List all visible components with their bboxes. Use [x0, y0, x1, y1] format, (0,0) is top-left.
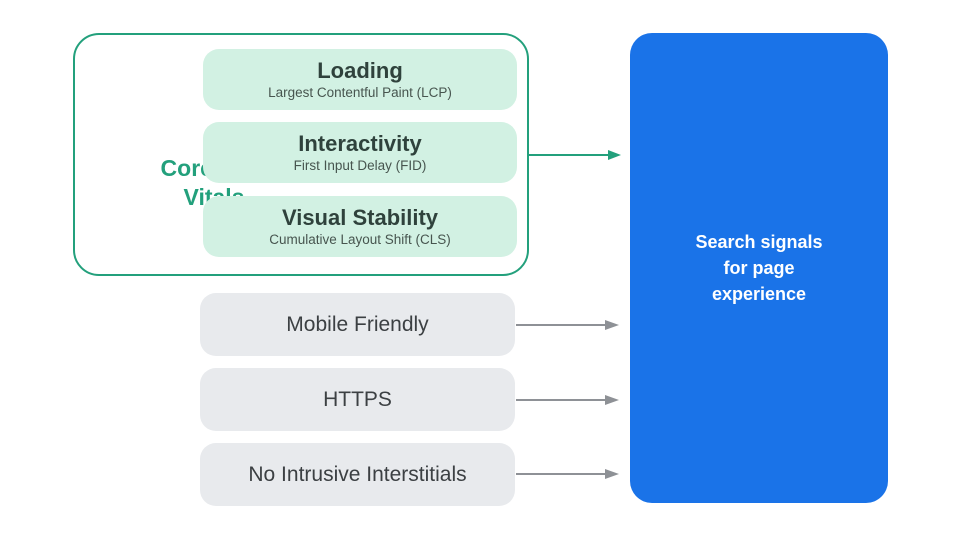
search-signals-line-3: experience	[711, 284, 807, 304]
cwv-pill-interactivity: Interactivity First Input Delay (FID)	[203, 122, 517, 183]
signal-pill-mobile-friendly-label: Mobile Friendly	[286, 312, 429, 336]
search-signals-line-1: Search signals	[695, 232, 823, 252]
https-arrow-icon	[516, 395, 619, 405]
signal-pill-mobile-friendly: Mobile Friendly	[200, 293, 515, 356]
mobile-friendly-arrow-icon	[516, 320, 619, 330]
cwv-pill-visual-stability-subtitle: Cumulative Layout Shift (CLS)	[269, 232, 451, 247]
cwv-pill-interactivity-subtitle: First Input Delay (FID)	[293, 158, 427, 173]
cwv-pill-loading: Loading Largest Contentful Paint (LCP)	[203, 49, 517, 110]
signal-pill-no-intrusive-interstitials-label: No Intrusive Interstitials	[248, 462, 467, 486]
cwv-pill-loading-subtitle: Largest Contentful Paint (LCP)	[268, 85, 452, 100]
signal-pill-https: HTTPS	[200, 368, 515, 431]
cwv-pill-visual-stability: Visual Stability Cumulative Layout Shift…	[203, 196, 517, 257]
search-signals-label: Search signals for page experience	[695, 229, 822, 307]
signal-pill-https-label: HTTPS	[323, 387, 392, 411]
search-signals-box: Search signals for page experience	[630, 33, 888, 503]
cwv-pill-visual-stability-title: Visual Stability	[281, 205, 439, 230]
core-web-vitals-arrow-icon	[529, 150, 621, 160]
search-signals-line-2: for page	[723, 258, 795, 278]
no-intrusive-interstitials-arrow-icon	[516, 469, 619, 479]
cwv-pill-loading-title: Loading	[317, 58, 403, 83]
cwv-pill-interactivity-title: Interactivity	[298, 131, 422, 156]
signal-pill-no-intrusive-interstitials: No Intrusive Interstitials	[200, 443, 515, 506]
